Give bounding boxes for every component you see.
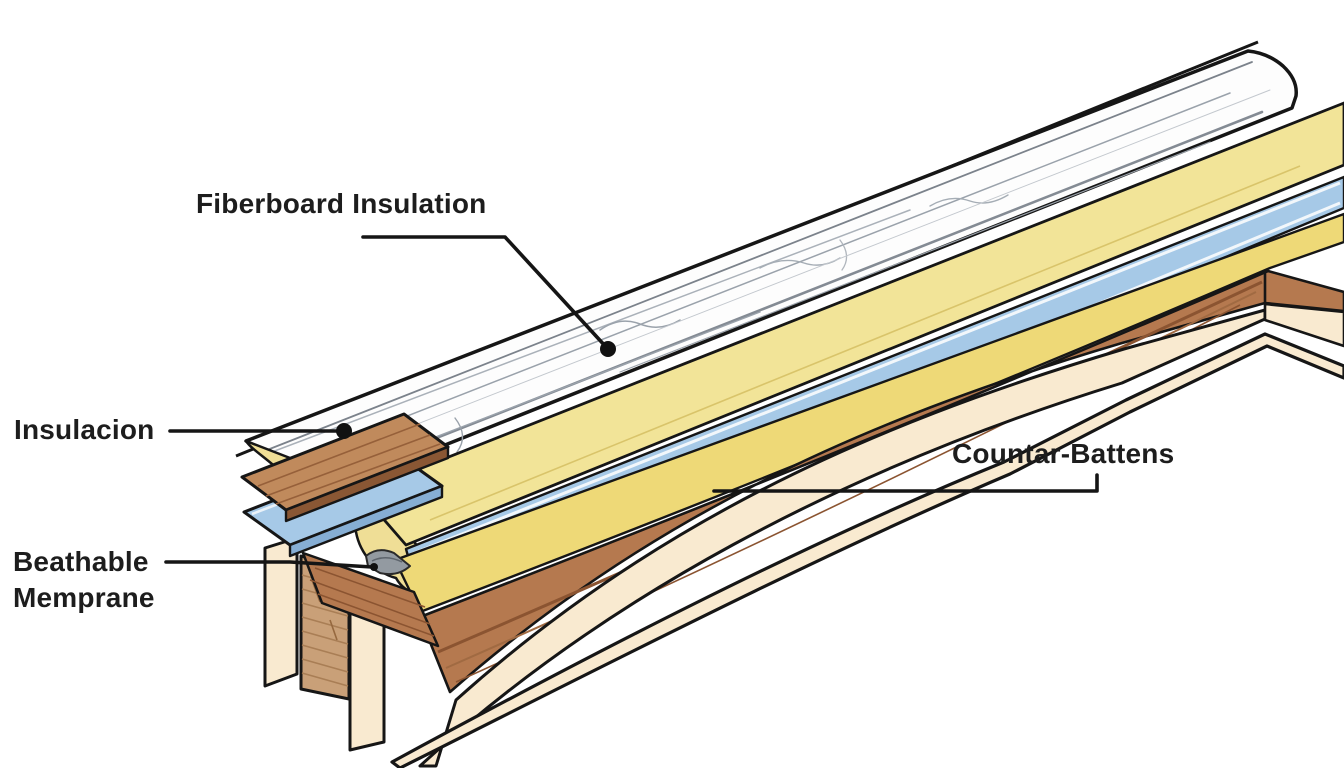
fiberboard-layer <box>244 49 1298 595</box>
leader-membrane <box>164 560 374 569</box>
leader-dot-membrane <box>370 563 378 571</box>
leader-fiberboard <box>361 235 609 350</box>
fiberboard-sketch-texture <box>261 61 1271 482</box>
fascia-fold-face <box>1263 302 1344 348</box>
label-breathable-line1: Beathable <box>13 546 149 577</box>
edge-board <box>390 332 1344 768</box>
label-breathable-line2: Memprane <box>13 582 155 613</box>
leader-counter-battens <box>712 473 1099 493</box>
deck-grain <box>309 567 435 637</box>
label-breathable-membrane: Beathable Memprane <box>13 544 155 616</box>
label-insulation: Insulacion <box>14 414 155 445</box>
leader-dot-fiberboard <box>600 341 616 357</box>
label-counter-battens: Countar-Battens <box>952 438 1175 469</box>
leader-dot-insulation <box>336 423 352 439</box>
label-fiberboard-insulation: Fiberboard Insulation <box>196 188 487 219</box>
plank-grain <box>257 423 441 505</box>
floating-batten-plank <box>240 412 450 523</box>
fascia-board <box>418 302 1344 768</box>
